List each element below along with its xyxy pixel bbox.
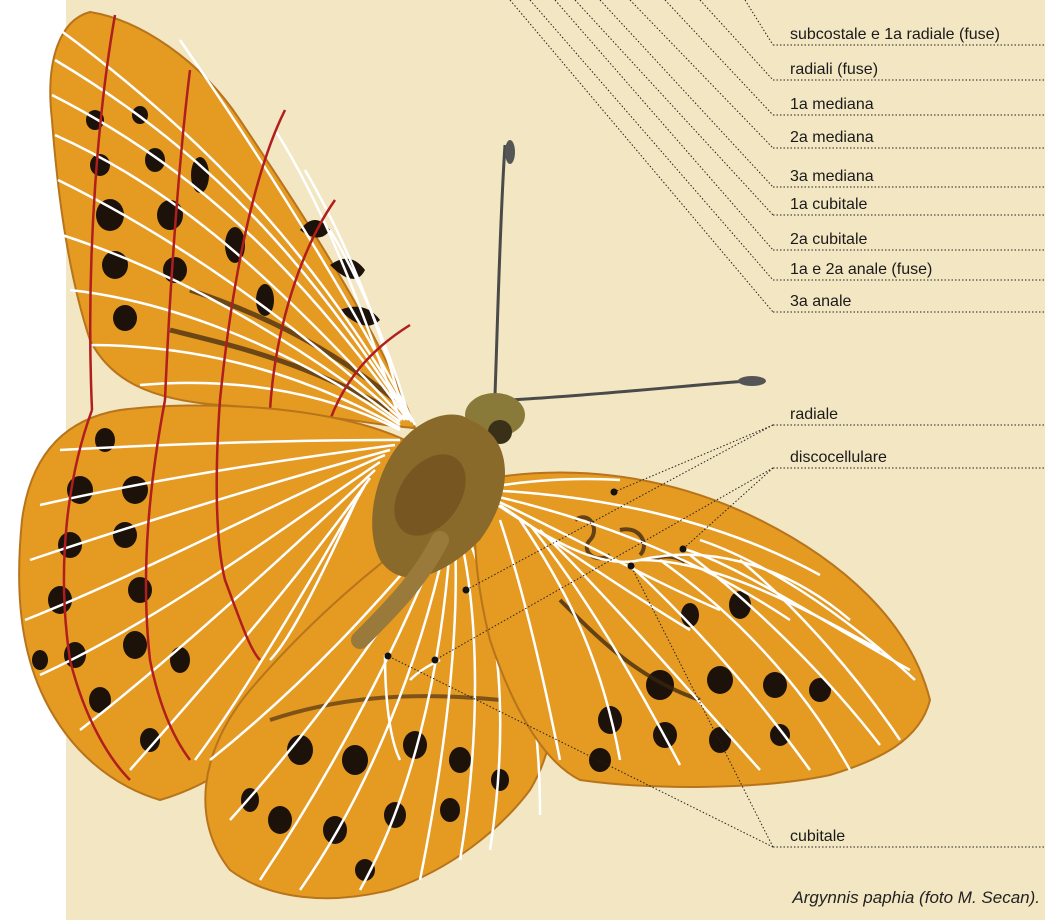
- label-3a-mediana: 3a mediana: [790, 168, 874, 185]
- label-1a-mediana: 1a mediana: [790, 96, 874, 113]
- label-cubitale: cubitale: [790, 828, 845, 845]
- label-subcostale: subcostale e 1a radiale (fuse): [790, 26, 1000, 43]
- label-2a-cubitale: 2a cubitale: [790, 231, 867, 248]
- label-radiali: radiali (fuse): [790, 61, 878, 78]
- label-3a-anale: 3a anale: [790, 293, 851, 310]
- label-radiale: radiale: [790, 406, 838, 423]
- photo-caption: Argynnis paphia (foto M. Secan).: [791, 888, 1040, 907]
- label-anale-1-2: 1a e 2a anale (fuse): [790, 261, 932, 278]
- label-2a-mediana: 2a mediana: [790, 129, 874, 146]
- label-1a-cubitale: 1a cubitale: [790, 196, 867, 213]
- label-discocellulare: discocellulare: [790, 449, 887, 466]
